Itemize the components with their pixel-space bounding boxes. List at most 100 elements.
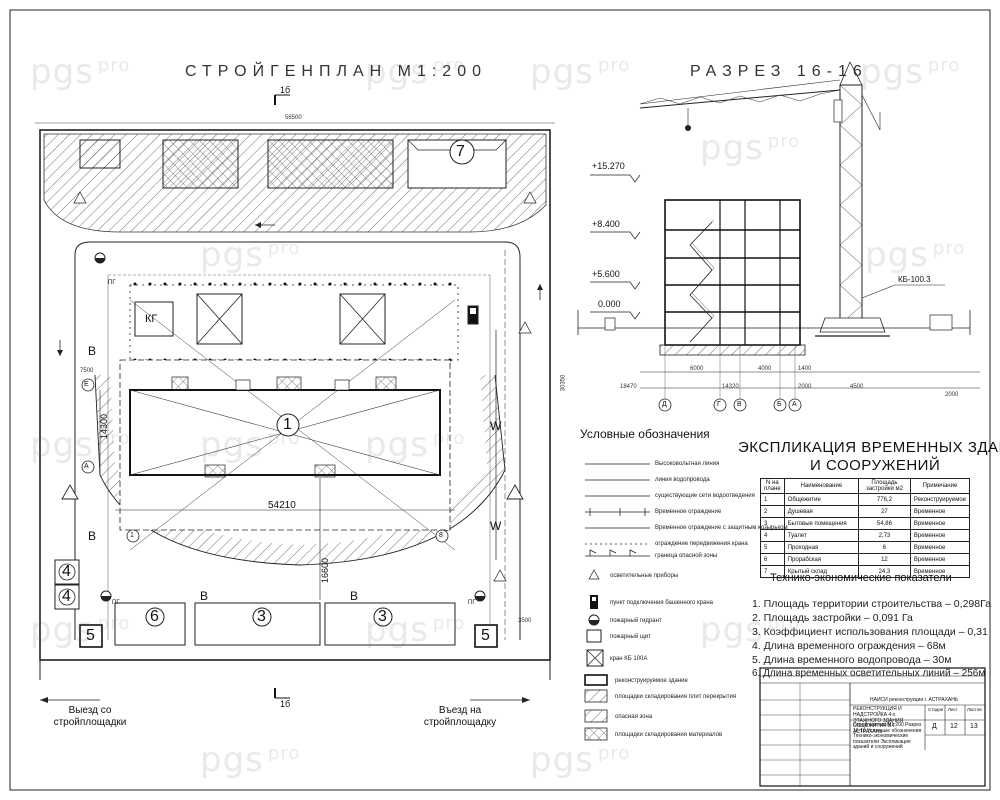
zone-number-6: 6: [150, 608, 159, 625]
dim-top: 56500: [285, 115, 302, 121]
table-cell: 12: [858, 553, 911, 566]
axis-a-label: А: [84, 463, 89, 470]
table-cell: Прорабская: [783, 553, 860, 566]
tep-item: 5. Длина временного водопровода – 30м: [752, 654, 952, 666]
dim-building-length: 54210: [268, 500, 296, 511]
crane-label: КГ: [145, 313, 158, 325]
table-row: 5 Проходная 6 Временное: [760, 541, 971, 554]
section-dim: 18470: [620, 384, 637, 390]
tep-item: 6. Длина временных осветительных линий –…: [752, 668, 986, 679]
section-dim: 2000: [798, 384, 812, 390]
section-dim: 6000: [690, 366, 704, 372]
tep-title: Технико-экономические показатели: [770, 572, 952, 584]
table-header-cell: Наименование: [783, 478, 860, 494]
explication-title-line2: И СООРУЖЕНИЙ: [810, 457, 941, 474]
table-header-row: N на плане Наименование Площадь застройк…: [760, 478, 971, 494]
table-header-cell: Площадь застройки м2: [858, 478, 911, 494]
axis-8-label: 8: [439, 532, 443, 539]
dim-small: 7500: [80, 368, 94, 374]
table-cell: 27: [858, 505, 911, 518]
table-header-cell: Примечание: [909, 478, 971, 494]
legend-item: линия водопровода: [655, 477, 710, 483]
legend-item: реконструируемое здание: [615, 678, 688, 684]
crane-model-label: КБ-100.3: [898, 275, 931, 284]
legend-item: Высоковольтная линия: [655, 461, 720, 467]
section-dim: 1400: [798, 366, 812, 372]
table-cell: Реконструируемое: [909, 493, 971, 506]
explication-title-line1: ЭКСПЛИКАЦИЯ ВРЕМЕННЫХ ЗДАНИЙ: [738, 439, 1000, 456]
section-axis: Д: [662, 401, 667, 408]
table-cell: 6: [858, 541, 911, 554]
site-plan-title: СТРОЙГЕНПЛАН М1:200: [185, 63, 487, 80]
zone-number-5: 5: [86, 627, 95, 644]
water-line-label: W: [490, 519, 502, 533]
dim-depth: 16600: [320, 557, 331, 584]
table-header-cell: N на плане: [760, 478, 785, 494]
tep-item: 1. Площадь территории строительства – 0,…: [752, 598, 992, 610]
hydrant-label: ПГ: [112, 600, 120, 606]
table-cell: 54,86: [858, 517, 911, 530]
tep-item: 2. Площадь застройки – 0,091 Га: [752, 612, 913, 624]
legend-item: кран КБ 100А: [610, 656, 648, 662]
table-row: 1 Общежитие 776,2 Реконструируемое: [760, 493, 971, 506]
section-mark-bottom: 1б: [280, 699, 291, 709]
zone-number-4: 4: [62, 563, 71, 580]
hydrant-label: ПГ: [468, 600, 476, 606]
level-mark: +5.600: [592, 269, 620, 279]
table-cell: Временное: [909, 505, 971, 518]
level-mark: 0.000: [598, 299, 621, 309]
stamp-col-stage: Стадия: [928, 707, 944, 712]
axis-1-label: 1: [130, 532, 134, 539]
table-cell: 3: [760, 517, 785, 530]
table-cell: 5: [760, 541, 785, 554]
table-cell: Временное: [909, 529, 971, 542]
legend-title: Условные обозначения: [580, 427, 710, 441]
section-axis: Б: [777, 401, 782, 408]
table-cell: Крытый склад: [783, 565, 860, 578]
table-cell: Общежитие: [783, 493, 860, 506]
entry-label: Въезд на стройплощадку: [423, 705, 497, 728]
table-cell: Проходная: [783, 541, 860, 554]
tep-item: 3. Коэффициент использования площади – 0…: [752, 626, 988, 638]
power-line-label: В: [200, 589, 209, 603]
table-cell: Душевая: [783, 505, 860, 518]
level-mark: +15.270: [592, 161, 625, 171]
stamp-col-sheets: Листов: [967, 707, 982, 712]
section-dim: 4500: [850, 384, 864, 390]
legend-item: Временное ограждение: [655, 509, 722, 515]
dim-left: 30350: [560, 374, 567, 392]
section-dim: 4000: [758, 366, 772, 372]
section-axis: В: [737, 401, 742, 408]
table-cell: Бытовые помещения: [783, 517, 860, 530]
table-cell: Туалет: [783, 529, 860, 542]
legend-item: Временное ограждение с защитным козырько…: [655, 525, 788, 531]
section-axis: А: [792, 401, 797, 408]
table-row: 7 Крытый склад 24,3 Временное: [760, 565, 971, 578]
exit-label: Выезд со стройплощадки: [53, 705, 127, 728]
power-line-label: В: [88, 344, 97, 358]
legend-item: опасная зона: [615, 714, 653, 720]
table-cell: Временное: [909, 541, 971, 554]
zone-number-4: 4: [62, 588, 71, 605]
table-row: 6 Прорабская 12 Временное: [760, 553, 971, 566]
table-cell: 1: [760, 493, 785, 506]
stamp-sheet: 12: [950, 723, 958, 730]
dim-gate: 3500: [518, 618, 532, 624]
legend-item: пункт подключения башенного крана: [610, 600, 713, 606]
legend-item: пожарный гидрант: [610, 618, 662, 624]
table-cell: 24,3: [858, 565, 911, 578]
stamp-org: НАИСИ реконструкции г. АСТРАХАНЬ: [870, 697, 959, 703]
table-cell: 7: [760, 565, 785, 578]
level-mark: +8.400: [592, 219, 620, 229]
table-cell: Временное: [909, 553, 971, 566]
stamp-stage: Д: [932, 723, 937, 730]
legend-item: площадки складирования материалов: [615, 732, 723, 738]
table-cell: 6: [760, 553, 785, 566]
water-line-label: W: [490, 419, 502, 433]
zone-number-1: 1: [283, 416, 292, 433]
section-axis: Г: [717, 401, 721, 408]
legend-item: существующие сети водоотведения: [655, 493, 755, 499]
stamp-sheets: 13: [970, 723, 978, 730]
